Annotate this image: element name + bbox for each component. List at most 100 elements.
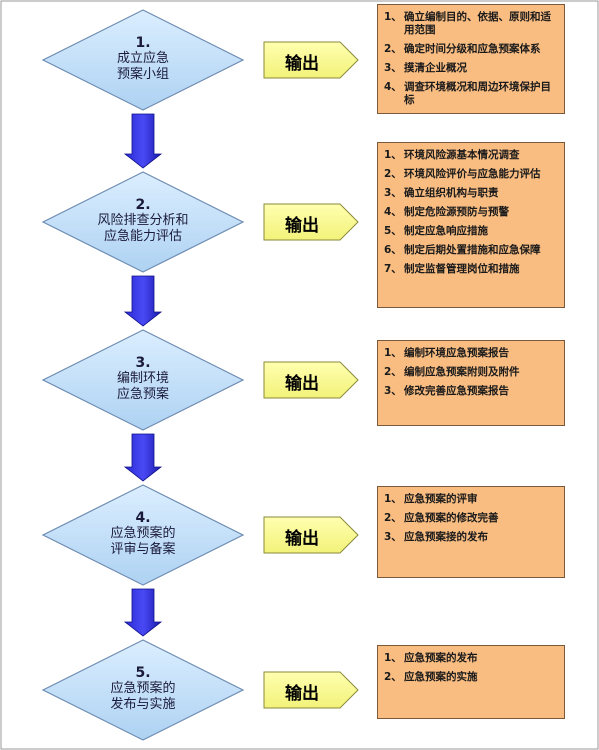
list-item-number: 2、 [384,43,402,55]
list-item-number: 2、 [384,671,402,683]
step-3-diamond [41,329,245,431]
list-item-text: 调查环境概况和周边环境保护目标 [404,81,551,106]
list-item: 3、确立组织机构与职责 [384,187,558,200]
list-item-text: 修改完善应急预案报告 [404,385,509,397]
list-item: 3、摸清企业概况 [384,62,558,75]
list-item-number: 2、 [384,168,402,180]
step-5-title: 5.应急预案的发布与实施 [58,665,228,713]
step-1-number: 1. [135,35,151,51]
step-3-title-line: 编制环境 [116,371,169,386]
step-4-output-label: 输出 [285,529,319,549]
list-item-text: 应急预案的发布 [404,652,478,664]
step-5-number: 5. [135,665,151,681]
step-4-title: 4.应急预案的评审与备案 [58,510,228,558]
list-item-number: 4、 [384,206,402,218]
list-item: 1、确立编制目的、依据、原则和适用范围 [384,11,558,37]
list-item-number: 3、 [384,187,402,199]
step-4-number: 4. [135,510,151,526]
step-3-number: 3. [135,355,151,371]
step-2-title: 2.风险排查分析和应急能力评估 [58,197,228,245]
list-item: 1、编制环境应急预案报告 [384,347,558,360]
step-3-title: 3.编制环境应急预案 [58,355,228,403]
down-arrow-icon [123,433,163,482]
list-item-text: 环境风险源基本情况调查 [404,149,520,161]
step-5-output-arrow [263,671,359,709]
step-2-title-line: 应急能力评估 [103,229,182,244]
list-item: 3、修改完善应急预案报告 [384,385,558,398]
list-item: 7、制定监督管理岗位和措施 [384,263,558,276]
list-item: 4、调查环境概况和周边环境保护目标 [384,81,558,107]
list-item: 6、制定后期处置措施和应急保障 [384,244,558,257]
list-item-text: 环境风险评价与应急能力评估 [404,168,541,180]
step-1-output-arrow [263,41,359,79]
list-item: 5、制定应急响应措施 [384,225,558,238]
list-item-number: 7、 [384,263,402,275]
step-1-diamond [41,9,245,111]
list-item-number: 1、 [384,493,402,505]
step-2-number: 2. [135,197,151,213]
list-item-number: 3、 [384,62,402,74]
down-arrow-icon [123,113,163,169]
list-item-text: 应急预案接的发布 [404,531,488,543]
list-item: 1、环境风险源基本情况调查 [384,149,558,162]
step-4-title-line: 应急预案的 [110,526,176,541]
step-4-title-line: 评审与备案 [110,542,176,557]
list-item-number: 2、 [384,512,402,524]
list-item-text: 制定监督管理岗位和措施 [404,263,520,275]
list-item-text: 编制应急预案附则及附件 [404,366,520,378]
list-item: 2、确定时间分级和应急预案体系 [384,43,558,56]
list-item-text: 编制环境应急预案报告 [404,347,509,359]
step-3-output-label: 输出 [285,374,319,394]
step-1-title-line: 预案小组 [116,67,169,82]
list-item-text: 应急预案的评审 [404,493,478,505]
step-5-output-label: 输出 [285,684,319,704]
step-1-title-line: 成立应急 [116,51,169,66]
list-item-number: 2、 [384,366,402,378]
step-1-title: 1.成立应急预案小组 [58,35,228,83]
step-5-title-line: 发布与实施 [110,697,176,712]
list-item-number: 4、 [384,81,402,93]
list-item-text: 应急预案的实施 [404,671,478,683]
step-3-output-arrow [263,361,359,399]
list-item-text: 摸清企业概况 [404,62,467,74]
list-item: 2、应急预案的修改完善 [384,512,558,525]
list-item: 2、环境风险评价与应急能力评估 [384,168,558,181]
list-item-text: 应急预案的修改完善 [404,512,499,524]
list-item: 1、应急预案的评审 [384,493,558,506]
step-3-title-line: 应急预案 [116,387,169,402]
step-4-output-arrow [263,516,359,554]
list-item-text: 确定时间分级和应急预案体系 [404,43,541,55]
list-item-number: 3、 [384,385,402,397]
list-item-number: 5、 [384,225,402,237]
list-item-text: 确立编制目的、依据、原则和适用范围 [404,11,551,36]
list-item-text: 制定危险源预防与预警 [404,206,509,218]
step-2-output-arrow [263,203,359,241]
down-arrow-icon [123,588,163,637]
list-item-text: 制定应急响应措施 [404,225,488,237]
list-item-number: 1、 [384,652,402,664]
list-item-text: 确立组织机构与职责 [404,187,499,199]
list-item: 3、应急预案接的发布 [384,531,558,544]
list-item-number: 1、 [384,149,402,161]
list-item: 4、制定危险源预防与预警 [384,206,558,219]
list-item-number: 3、 [384,531,402,543]
list-item: 2、编制应急预案附则及附件 [384,366,558,379]
step-1-output-label: 输出 [285,54,319,74]
list-item: 2、应急预案的实施 [384,671,558,684]
list-item: 1、应急预案的发布 [384,652,558,665]
down-arrow-icon [123,275,163,327]
list-item-number: 6、 [384,244,402,256]
step-2-output-label: 输出 [285,216,319,236]
step-5-diamond [41,639,245,741]
step-2-diamond [41,171,245,273]
step-5-title-line: 应急预案的 [110,681,176,696]
step-2-title-line: 风险排查分析和 [97,213,189,228]
list-item-number: 1、 [384,347,402,359]
list-item-text: 制定后期处置措施和应急保障 [404,244,541,256]
step-4-diamond [41,484,245,586]
